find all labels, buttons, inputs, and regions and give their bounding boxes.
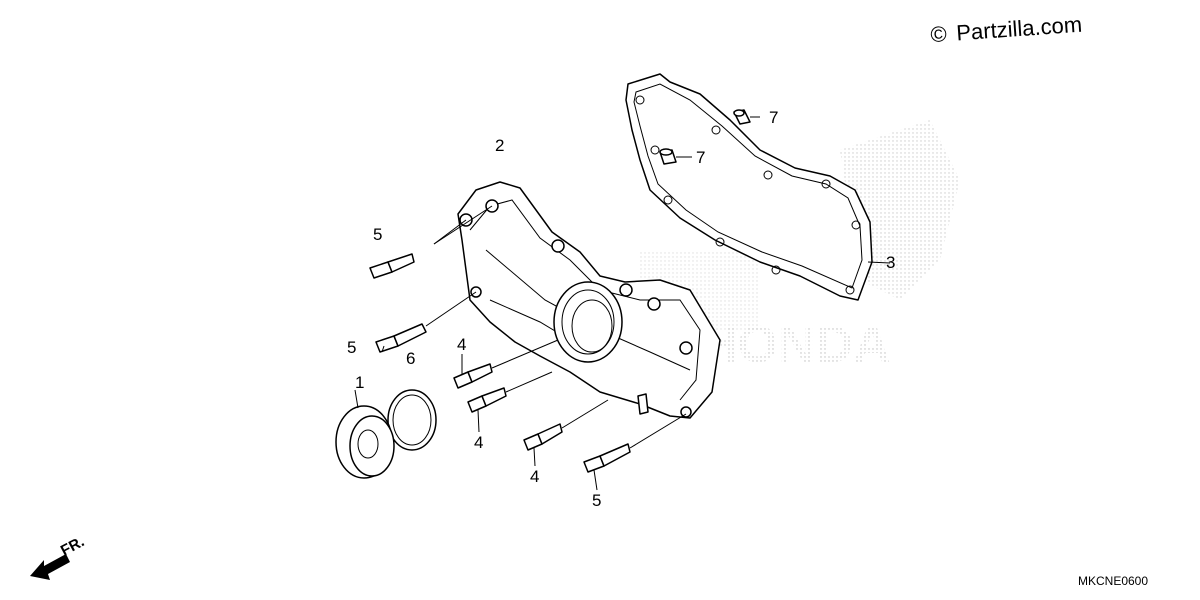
background-logo-text: HONDA: [700, 316, 891, 374]
callout-7-a: 7: [769, 108, 778, 127]
bolt-5-upper: [369, 253, 415, 279]
callouts: 1 2 3 4 4 4 5 5 5 6 7 7: [347, 108, 895, 510]
watermark: © Partzilla.com: [930, 12, 1083, 48]
callout-5-c: 5: [592, 491, 601, 510]
bolt-5-middle: [375, 323, 427, 353]
bolt-4-b: [467, 387, 507, 413]
callout-1: 1: [355, 373, 364, 392]
bolt-4-c: [523, 423, 563, 451]
dowel-pin-lower: [659, 148, 677, 165]
callout-6: 6: [406, 349, 415, 368]
gasket-part-3: [625, 73, 873, 301]
front-label: FR.: [58, 533, 87, 559]
arrow-icon: [30, 554, 70, 580]
callout-2: 2: [495, 136, 504, 155]
callout-3: 3: [886, 253, 895, 272]
callout-5-b: 5: [347, 338, 356, 357]
bolt-4-a: [453, 363, 493, 389]
dowel-pin-upper: [733, 109, 751, 125]
callout-4-b: 4: [474, 433, 483, 452]
diagram-code: MKCNE0600: [1078, 574, 1148, 588]
cover-part-2: [457, 181, 721, 419]
callout-7-b: 7: [696, 148, 705, 167]
callout-5-a: 5: [373, 225, 382, 244]
leader-lines: [354, 116, 891, 491]
o-ring-part-6: [387, 389, 437, 451]
cap-part-1: [335, 405, 395, 479]
bolt-5-lower: [583, 443, 631, 473]
watermark-text: Partzilla.com: [956, 12, 1083, 46]
callout-4-c: 4: [530, 467, 539, 486]
callout-4-a: 4: [457, 335, 466, 354]
copyright-symbol: ©: [930, 21, 948, 47]
front-direction-indicator: FR.: [30, 533, 87, 580]
